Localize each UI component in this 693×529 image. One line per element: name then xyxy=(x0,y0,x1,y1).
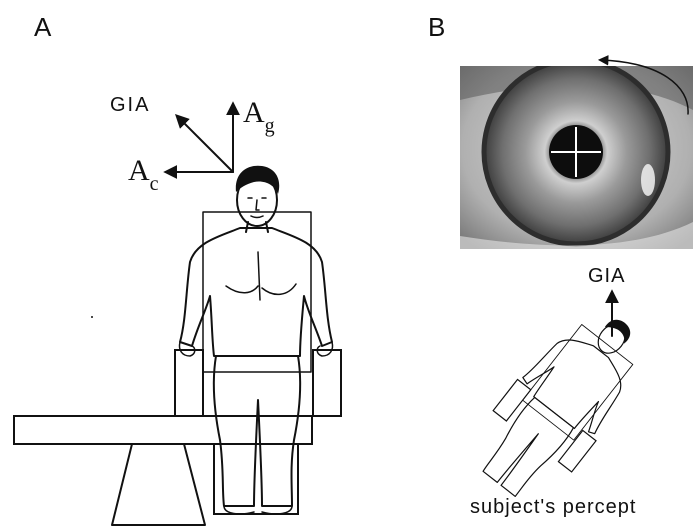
eye-photograph xyxy=(460,60,693,249)
gia-arrow xyxy=(177,116,233,172)
stray-dot xyxy=(91,316,93,318)
panel-b: B GIA subject's percept xyxy=(428,12,693,518)
tilted-subject-figure xyxy=(460,292,664,514)
left-armrest xyxy=(175,350,203,416)
platform-pivot-stand xyxy=(112,444,205,525)
ac-vector-label: Ac xyxy=(128,154,159,195)
panel-a: A GIA Ag Ac xyxy=(14,12,341,525)
subject-hair xyxy=(236,166,279,194)
ag-vector-label: Ag xyxy=(243,96,275,137)
platform-beam xyxy=(14,416,312,444)
panel-a-label: A xyxy=(34,12,52,42)
right-armrest xyxy=(313,350,341,416)
percept-caption: subject's percept xyxy=(470,496,636,518)
corneal-highlight xyxy=(641,164,655,196)
subject-face xyxy=(248,198,266,218)
panel-b-label: B xyxy=(428,12,445,42)
gia-percept-label: GIA xyxy=(588,265,625,287)
seated-subject-figure xyxy=(175,166,341,514)
subject-chest-line xyxy=(226,252,296,300)
gia-vector-label: GIA xyxy=(110,94,150,116)
